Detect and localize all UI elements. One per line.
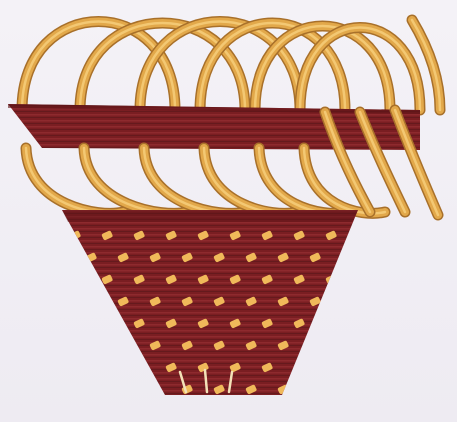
stake-slot [133,362,145,373]
stake-slot [117,384,129,395]
stake-slot [341,340,353,351]
stake-slot [357,230,369,241]
stake-slot [101,362,113,373]
woven-cone-body [62,210,369,395]
stake-slot [309,384,321,395]
stake-slot [357,274,369,285]
cane-loops-back [22,22,420,111]
cane-loop [144,148,245,213]
stake-slot [101,318,113,329]
stake-slot [69,274,81,285]
stake-slot [341,252,353,263]
stake-slot [293,362,305,373]
stake-slot [341,296,353,307]
stake-slot [325,362,337,373]
stake-slot [69,362,81,373]
stake-slot [117,340,129,351]
stake-slot [325,318,337,329]
stake-slot [357,362,369,373]
stake-slot [85,340,97,351]
cane-loop [26,148,124,213]
stake-slot [341,384,353,395]
stake-slot [309,340,321,351]
stake-slot [149,384,161,395]
cane-loop [84,148,188,213]
cane-loop [204,148,298,213]
stake-slot [69,318,81,329]
stake-slot [85,296,97,307]
stake-slot [357,318,369,329]
stake-slot [85,384,97,395]
